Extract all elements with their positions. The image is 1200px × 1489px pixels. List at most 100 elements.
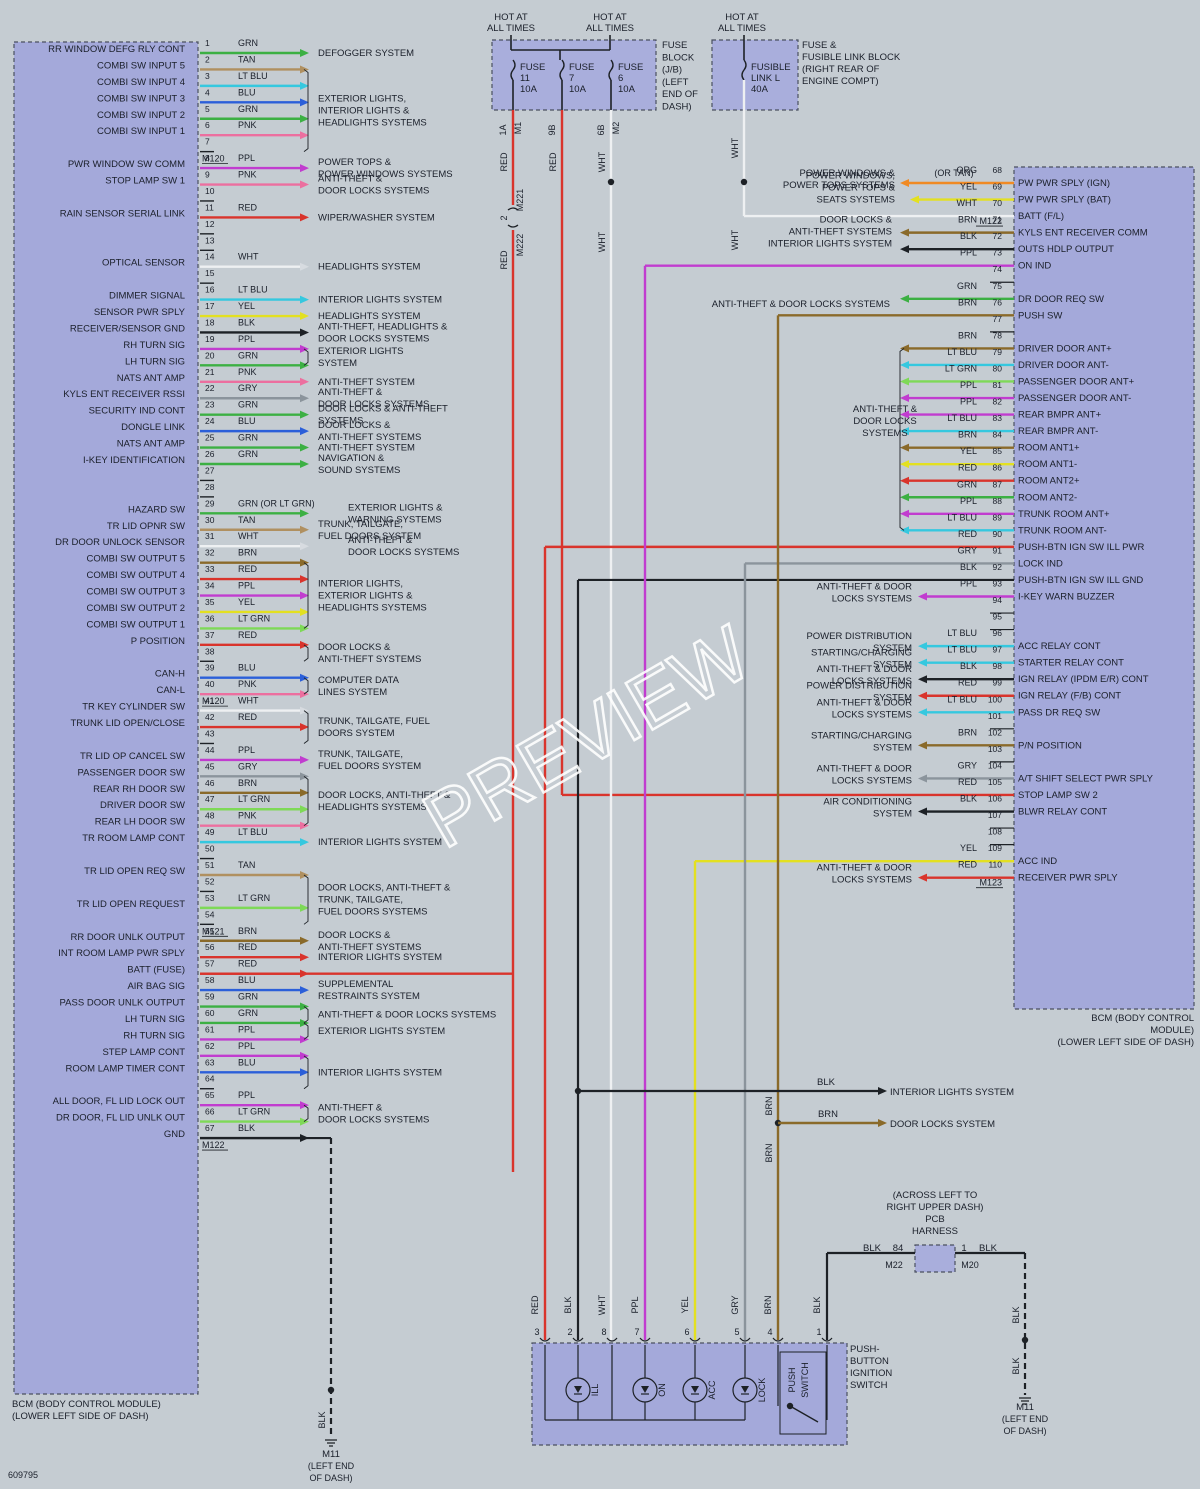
left-wire-color-label: RED <box>238 712 258 722</box>
bracket <box>303 348 309 366</box>
ignition-switch-title: PUSH- <box>850 1344 880 1355</box>
switch-pin-number: 4 <box>767 1327 772 1337</box>
right-pin-label: BATT (F/L) <box>1018 211 1064 222</box>
right-pin-number: 90 <box>993 529 1003 539</box>
left-pin-number: 28 <box>205 482 215 492</box>
left-destination-label: COMPUTER DATA <box>318 675 400 686</box>
right-destination-label: POWER TOPS & <box>822 183 896 194</box>
left-arrow-5 <box>300 114 309 123</box>
left-destination-label: TRUNK, TAILGATE, FUEL <box>318 716 430 727</box>
left-arrow-4 <box>300 98 309 107</box>
fuse-symbol-icon <box>510 59 516 81</box>
right-arrow-83 <box>900 427 909 436</box>
left-pin-number: 2 <box>205 54 210 64</box>
left-pin-label: RH TURN SIG <box>123 1030 185 1041</box>
right-wire-color-label: LT BLU <box>947 645 977 655</box>
left-pin-number: 47 <box>205 794 215 804</box>
right-pin-number: 88 <box>993 496 1003 506</box>
left-wire-color-label: BRN <box>238 926 257 936</box>
right-destination-label: POWER WINDOWS, <box>806 171 895 182</box>
vertical-wire-label: RED <box>499 152 509 172</box>
left-pin-label: REAR RH DOOR SW <box>93 784 185 795</box>
left-arrow-55 <box>300 936 309 945</box>
left-pin-label: SENSOR PWR SPLY <box>94 307 186 318</box>
left-wire-color-label: GRY <box>238 383 257 393</box>
left-arrow-30 <box>300 525 309 534</box>
fuse-pin: 1A <box>498 124 508 135</box>
left-arrow-24 <box>300 427 309 436</box>
right-arrow-100 <box>918 708 927 717</box>
right-destination-label: ANTI-THEFT & <box>853 404 918 415</box>
left-arrow-46 <box>300 788 309 797</box>
led-label: ON <box>657 1383 667 1397</box>
left-pin-number: 1 <box>205 38 210 48</box>
right-destination-label: LOCKS SYSTEMS <box>832 676 912 687</box>
left-pin-label: TR LID OPNR SW <box>107 521 185 532</box>
right-pin-number: 103 <box>988 744 1002 754</box>
left-pin-number: 20 <box>205 350 215 360</box>
right-arrow-102 <box>918 741 927 750</box>
left-pin-label: RECEIVER/SENSOR GND <box>70 323 185 334</box>
right-destination-label: SEATS SYSTEMS <box>817 195 895 206</box>
push-switch-label: SWITCH <box>800 1362 810 1398</box>
right-destination-label: SYSTEM <box>873 693 912 704</box>
left-pin-label: COMBI SW OUTPUT 1 <box>86 619 185 630</box>
right-wire-color-label: BLK <box>960 231 977 241</box>
left-pin-number: 63 <box>205 1057 215 1067</box>
left-pin-label: COMBI SW OUTPUT 2 <box>86 603 185 614</box>
left-pin-number: 42 <box>205 712 215 722</box>
left-pin-label: BATT (FUSE) <box>127 965 185 976</box>
led-diode-icon <box>641 1386 649 1393</box>
left-arrow-56 <box>300 953 309 962</box>
left-pin-number: 21 <box>205 367 215 377</box>
right-destination-label: LOCKS SYSTEMS <box>832 709 912 720</box>
right-pin-label: PUSH-BTN IGN SW ILL PWR <box>1018 542 1144 553</box>
pcb-pin: 84 <box>893 1243 904 1254</box>
left-destination-label: DOOR LOCKS, ANTI-THEFT & <box>318 790 451 801</box>
left-wire-color-label: BLK <box>238 317 255 327</box>
right-wire-color-label: LT BLU <box>947 347 977 357</box>
fuse-connector: M1 <box>513 122 523 135</box>
right-pin-number: 74 <box>993 264 1003 274</box>
right-destination-label: SYSTEMS <box>862 428 907 439</box>
left-pin-number: 49 <box>205 827 215 837</box>
right-destination-label: ANTI-THEFT & DOOR <box>817 664 912 675</box>
left-pin-number: 34 <box>205 581 215 591</box>
push-switch-blade <box>789 1405 819 1423</box>
fuse-block-title: FUSE <box>662 40 687 51</box>
left-pin-number: 36 <box>205 613 215 623</box>
left-pin-number: 38 <box>205 646 215 656</box>
left-pin-number: 61 <box>205 1024 215 1034</box>
fuse-block-title: (LEFT <box>662 77 689 88</box>
left-arrow-25 <box>300 443 309 452</box>
switch-wire-label: BLK <box>812 1296 822 1313</box>
left-pin-label: LH TURN SIG <box>125 356 185 367</box>
left-pin-number: 59 <box>205 992 215 1002</box>
right-destination-label: SYSTEM <box>873 742 912 753</box>
left-wire-color-label: PNK <box>238 367 257 377</box>
left-pin-number: 32 <box>205 548 215 558</box>
bracket <box>303 677 309 695</box>
right-wire-color-label: GRY <box>958 545 977 555</box>
fuse-label: FUSE <box>520 62 545 73</box>
fusible-link-block-box <box>711 39 799 111</box>
right-wire-color-label: BLK <box>960 661 977 671</box>
fuse-label: 6 <box>618 73 623 84</box>
right-pin-number: 72 <box>993 231 1003 241</box>
fusible-link-label: FUSIBLE <box>751 62 791 73</box>
left-pin-number: 60 <box>205 1008 215 1018</box>
left-pin-label: P POSITION <box>131 636 185 647</box>
pin-connector-icon <box>739 1337 751 1342</box>
right-wire-color-label: GRN <box>957 281 977 291</box>
bracket <box>303 1006 309 1024</box>
vertical-wire-label: WHT <box>730 229 740 250</box>
splice-connector: M222 <box>515 234 525 257</box>
left-pin-number: 26 <box>205 449 215 459</box>
left-wire-color-label: BLU <box>238 416 256 426</box>
left-pin-number: 30 <box>205 515 215 525</box>
left-wire-color-label: LT GRN <box>238 1107 270 1117</box>
ignition-switch-title: IGNITION <box>850 1368 892 1379</box>
left-pin-number: 58 <box>205 975 215 985</box>
left-wire-color-label: GRN <box>238 350 258 360</box>
